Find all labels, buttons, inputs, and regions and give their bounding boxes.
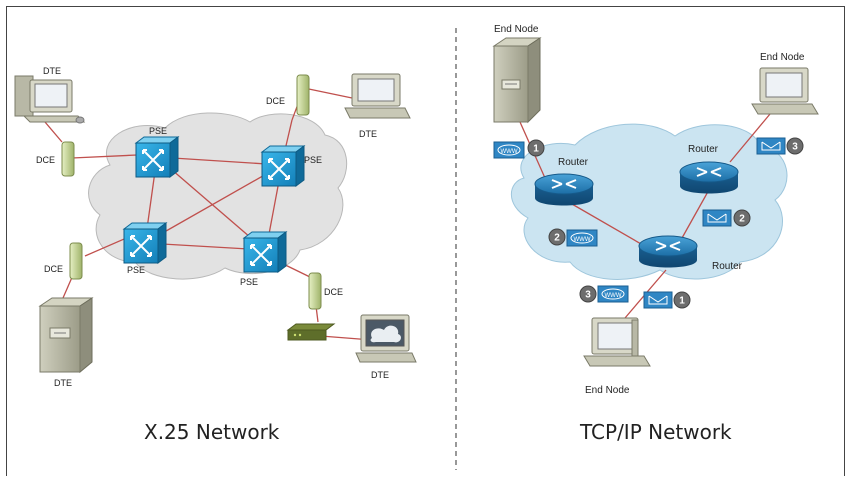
- pse-label: PSE: [149, 126, 167, 136]
- svg-text:3: 3: [585, 290, 591, 301]
- tcpip-section: End Node End Node End Node Router: [492, 24, 819, 444]
- dte-server-icon: [38, 297, 94, 374]
- pse-label: PSE: [240, 277, 258, 287]
- dce-label: DCE: [324, 287, 343, 297]
- end-node-label: End Node: [585, 385, 630, 396]
- router-label: Router: [558, 157, 589, 168]
- pse-switch-icon: [260, 145, 306, 187]
- svg-text:WWW: WWW: [501, 149, 518, 155]
- diagram-frame: [6, 6, 845, 476]
- svg-text:3: 3: [792, 142, 798, 153]
- step-badge: 3: [786, 137, 804, 155]
- router-icon: [638, 235, 698, 268]
- dte-workstation-icon: [355, 314, 417, 363]
- pse-label: PSE: [304, 155, 322, 165]
- step-badge: 2: [548, 228, 566, 246]
- router-label: Router: [688, 144, 719, 155]
- svg-text:WWW: WWW: [605, 293, 622, 299]
- dte-label: DTE: [54, 378, 72, 388]
- envelope-packet-icon: [756, 137, 786, 155]
- dce-modem-icon: [69, 242, 83, 280]
- dce-label: DCE: [266, 96, 285, 106]
- pse-switch-icon: [242, 231, 288, 273]
- dte-label: DTE: [359, 129, 377, 139]
- envelope-packet-icon: [702, 209, 732, 227]
- step-badge: 1: [527, 139, 545, 157]
- dte-workstation-icon: [14, 75, 86, 124]
- step-badge: 3: [579, 285, 597, 303]
- step-badge: 2: [733, 209, 751, 227]
- dce-modem-icon: [296, 74, 310, 116]
- router-icon: [679, 161, 739, 194]
- svg-text:1: 1: [533, 144, 539, 155]
- webpage-packet-icon: WWW: [566, 229, 598, 247]
- dte-label: DTE: [371, 370, 389, 380]
- svg-text:2: 2: [739, 214, 745, 225]
- router-label: Router: [712, 261, 743, 272]
- tcpip-network-title: TCP/IP Network: [579, 420, 732, 444]
- end-node-workstation-icon: [583, 317, 651, 367]
- svg-text:2: 2: [554, 233, 560, 244]
- pse-label: PSE: [127, 265, 145, 275]
- network-device-icon: [286, 323, 336, 341]
- svg-text:WWW: WWW: [574, 237, 591, 243]
- dce-label: DCE: [36, 155, 55, 165]
- pse-switch-icon: [134, 136, 180, 178]
- router-icon: [534, 173, 594, 206]
- pse-switch-icon: [122, 222, 168, 264]
- dce-modem-icon: [61, 141, 75, 177]
- end-node-workstation-icon: [751, 67, 819, 115]
- x25-network-title: X.25 Network: [144, 420, 280, 444]
- webpage-packet-icon: WWW: [493, 141, 525, 159]
- end-node-server-icon: [492, 37, 542, 124]
- dce-label: DCE: [44, 264, 63, 274]
- end-node-label: End Node: [494, 24, 539, 35]
- step-badge: 1: [673, 291, 691, 309]
- dte-workstation-icon: [344, 73, 411, 119]
- dte-label: DTE: [43, 66, 61, 76]
- end-node-label: End Node: [760, 52, 805, 63]
- envelope-packet-icon: [643, 291, 673, 309]
- svg-text:1: 1: [679, 296, 685, 307]
- webpage-packet-icon: WWW: [597, 285, 629, 303]
- x25-section: DTE DCE DCE DTE PSE: [14, 66, 417, 444]
- dce-modem-icon: [308, 272, 322, 310]
